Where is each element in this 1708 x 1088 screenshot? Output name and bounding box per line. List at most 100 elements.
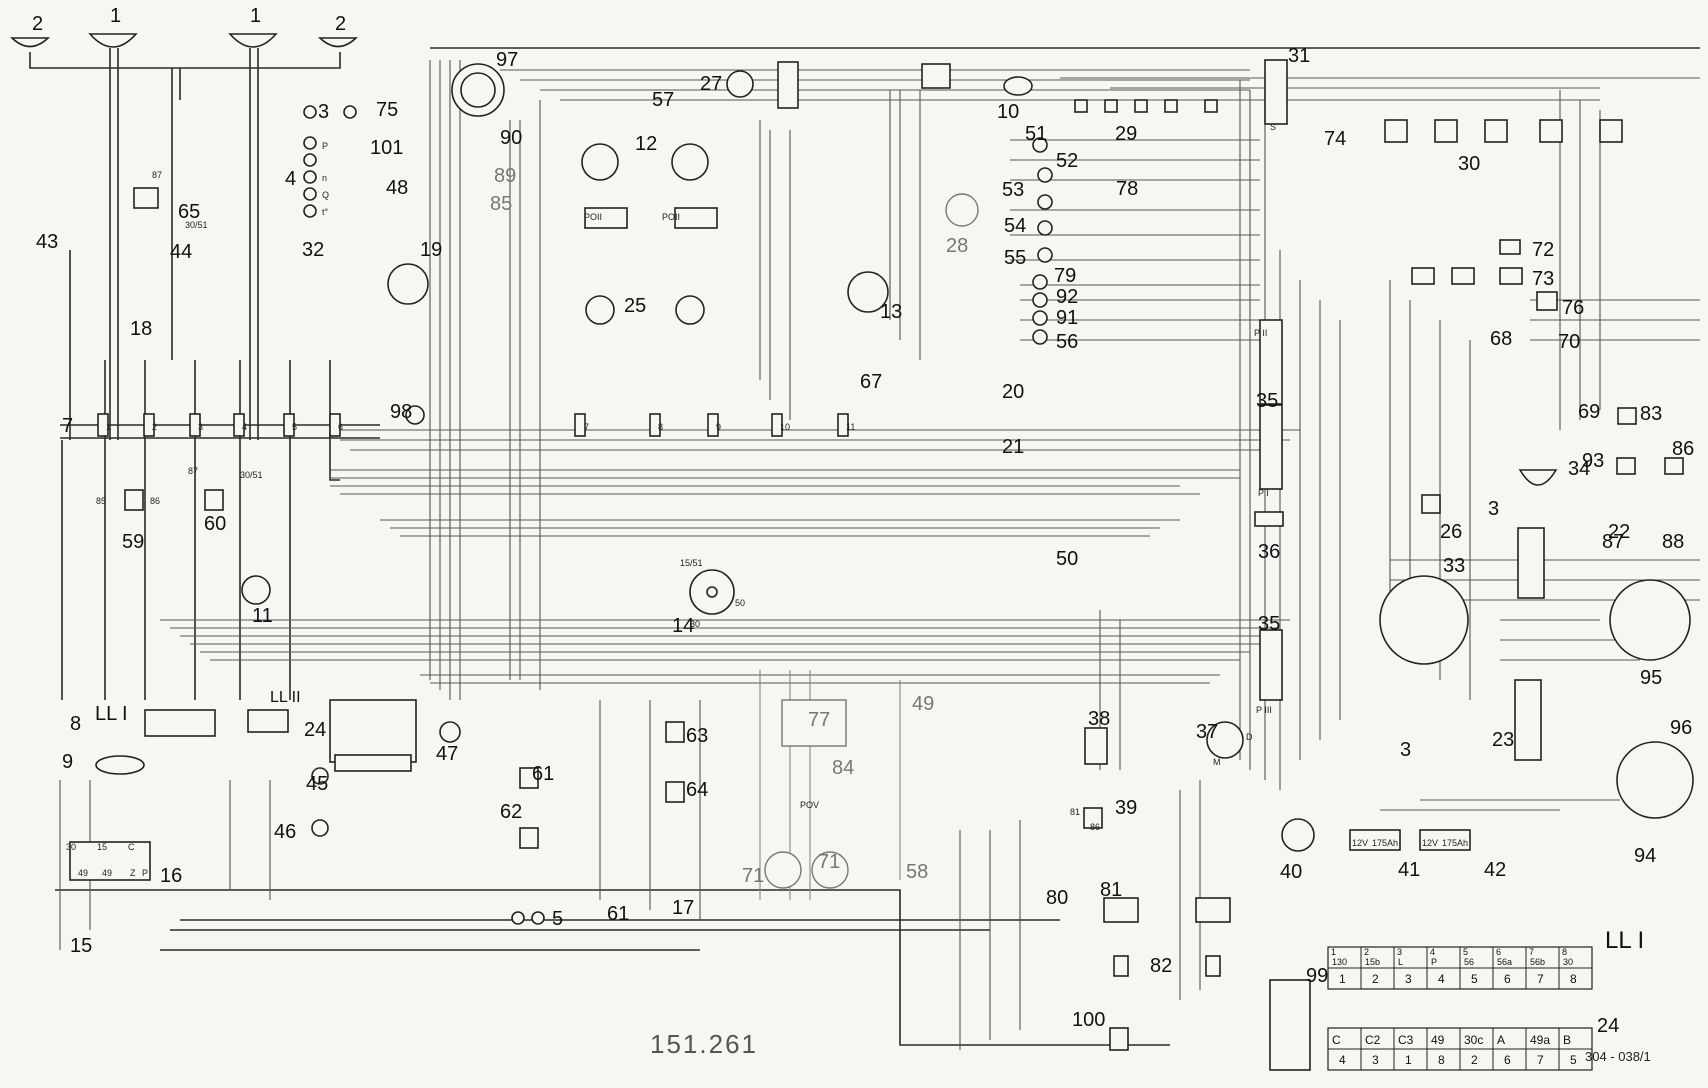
pin-label: 49 bbox=[102, 868, 112, 878]
pin-label: 175Ah bbox=[1372, 838, 1398, 848]
fuse-number: 5 bbox=[292, 422, 297, 432]
component-label-54: 54 bbox=[1004, 215, 1026, 237]
fuse-number: 4 bbox=[242, 422, 247, 432]
component-label-85: 85 bbox=[490, 193, 512, 215]
pin-label: 49 bbox=[78, 868, 88, 878]
relay-100-symbol bbox=[1109, 1027, 1129, 1051]
pin-label: 30/51 bbox=[185, 220, 208, 230]
switch-11-symbol bbox=[241, 575, 271, 605]
component-label-96: 96 bbox=[1670, 717, 1692, 739]
component-label-4: 4 bbox=[285, 168, 296, 190]
pin-label: 30 bbox=[66, 842, 76, 852]
relay-63-symbol bbox=[665, 721, 685, 743]
pin-label: 12V bbox=[1422, 838, 1438, 848]
component-label-58: 58 bbox=[906, 861, 928, 883]
component-label-93: 93 bbox=[1582, 450, 1604, 472]
pin-label: 50 bbox=[735, 598, 745, 608]
component-label-39: 39 bbox=[1115, 797, 1137, 819]
relay-60-symbol bbox=[204, 489, 224, 511]
lamp-34-symbol bbox=[1518, 469, 1558, 486]
table-cell: 30 bbox=[1563, 957, 1573, 967]
socket-95-symbol bbox=[1609, 579, 1691, 661]
component-label-65: 65 bbox=[178, 201, 200, 223]
table-cell: 2 bbox=[1471, 1053, 1478, 1067]
component-label-3: 3 bbox=[1488, 498, 1499, 520]
unit-99-symbol bbox=[1269, 979, 1311, 1071]
component-label-73: 73 bbox=[1532, 268, 1554, 290]
component-label-75: 75 bbox=[376, 99, 398, 121]
table-cell: 1 bbox=[1339, 972, 1346, 986]
pin-label: 30/51 bbox=[240, 470, 263, 480]
starter-37-symbol bbox=[1206, 721, 1244, 759]
component-label-77: 77 bbox=[808, 709, 830, 731]
component-label-55: 55 bbox=[1004, 247, 1026, 269]
relay-59-symbol bbox=[124, 489, 144, 511]
component-label-20: 20 bbox=[1002, 381, 1024, 403]
component-label-76: 76 bbox=[1562, 297, 1584, 319]
fuse-number: 6 bbox=[338, 422, 343, 432]
component-label-10: 10 bbox=[997, 101, 1019, 123]
component-label-19: 19 bbox=[420, 239, 442, 261]
component-label-57: 57 bbox=[652, 89, 674, 111]
horn-right-symbol bbox=[317, 37, 359, 48]
component-label-83: 83 bbox=[1640, 403, 1662, 425]
pin-label: 87 bbox=[188, 466, 198, 476]
component-label-44: 44 bbox=[170, 241, 192, 263]
component-label-13: 13 bbox=[880, 301, 902, 323]
table-cell: 30c bbox=[1464, 1033, 1483, 1047]
component-label-101: 101 bbox=[370, 137, 403, 159]
relay-39-symbol bbox=[1083, 807, 1103, 829]
component-label-3: 3 bbox=[318, 101, 329, 123]
regulator-38-symbol bbox=[1084, 727, 1108, 765]
pin-label: POII bbox=[662, 212, 680, 222]
component-label-37: 37 bbox=[1196, 721, 1218, 743]
connector-label-lli: LL I bbox=[95, 703, 128, 725]
component-label-34: 34 bbox=[1568, 458, 1590, 480]
table-cell: 5 bbox=[1471, 972, 1478, 986]
component-label-90: 90 bbox=[500, 127, 522, 149]
socket-96-symbol bbox=[1616, 741, 1694, 819]
component-label-52: 52 bbox=[1056, 150, 1078, 172]
fuse-number: 2 bbox=[152, 422, 157, 432]
relay-62-symbol bbox=[519, 827, 539, 849]
pin-label: n bbox=[322, 173, 327, 183]
component-label-36: 36 bbox=[1258, 541, 1280, 563]
component-label-81: 81 bbox=[1100, 879, 1122, 901]
component-label-72: 72 bbox=[1532, 239, 1554, 261]
drawing-number: 151.261 bbox=[650, 1029, 758, 1059]
table-cell: A bbox=[1497, 1033, 1505, 1047]
pin-label: 86 bbox=[150, 496, 160, 506]
fuse-number: 8 bbox=[658, 422, 663, 432]
table-cell: 8 bbox=[1562, 947, 1567, 957]
pin-label: t° bbox=[322, 207, 329, 217]
component-label-42: 42 bbox=[1484, 859, 1506, 881]
component-label-16: 16 bbox=[160, 865, 182, 887]
table-cell: 49a bbox=[1530, 1033, 1550, 1047]
component-label-26: 26 bbox=[1440, 521, 1462, 543]
plug-9-symbol bbox=[95, 755, 145, 775]
component-label-87: 87 bbox=[1602, 531, 1624, 553]
motor-28-symbol bbox=[945, 193, 979, 227]
lamp-group-22-symbol bbox=[1517, 527, 1545, 599]
component-label-71: 71 bbox=[742, 865, 764, 887]
battery-41a-symbol bbox=[1349, 829, 1401, 851]
pin-label: Q bbox=[322, 190, 329, 200]
component-label-98: 98 bbox=[390, 401, 412, 423]
warning-lamp-cluster bbox=[303, 105, 357, 218]
component-label-9: 9 bbox=[62, 751, 73, 773]
pin-label: 175Ah bbox=[1442, 838, 1468, 848]
lamp-row-30 bbox=[1384, 119, 1623, 143]
unit-81a-symbol bbox=[1103, 897, 1139, 923]
component-label-33: 33 bbox=[1443, 555, 1465, 577]
pin-label: 86 bbox=[1090, 822, 1100, 832]
component-label-24: 24 bbox=[304, 719, 326, 741]
table-cell: C2 bbox=[1365, 1033, 1381, 1047]
component-label-51: 51 bbox=[1025, 123, 1047, 145]
connector-llii-symbol bbox=[247, 709, 289, 733]
component-label-12: 12 bbox=[635, 133, 657, 155]
component-label-50: 50 bbox=[1056, 548, 1078, 570]
table-cell: 7 bbox=[1529, 947, 1534, 957]
component-label-23: 23 bbox=[1492, 729, 1514, 751]
